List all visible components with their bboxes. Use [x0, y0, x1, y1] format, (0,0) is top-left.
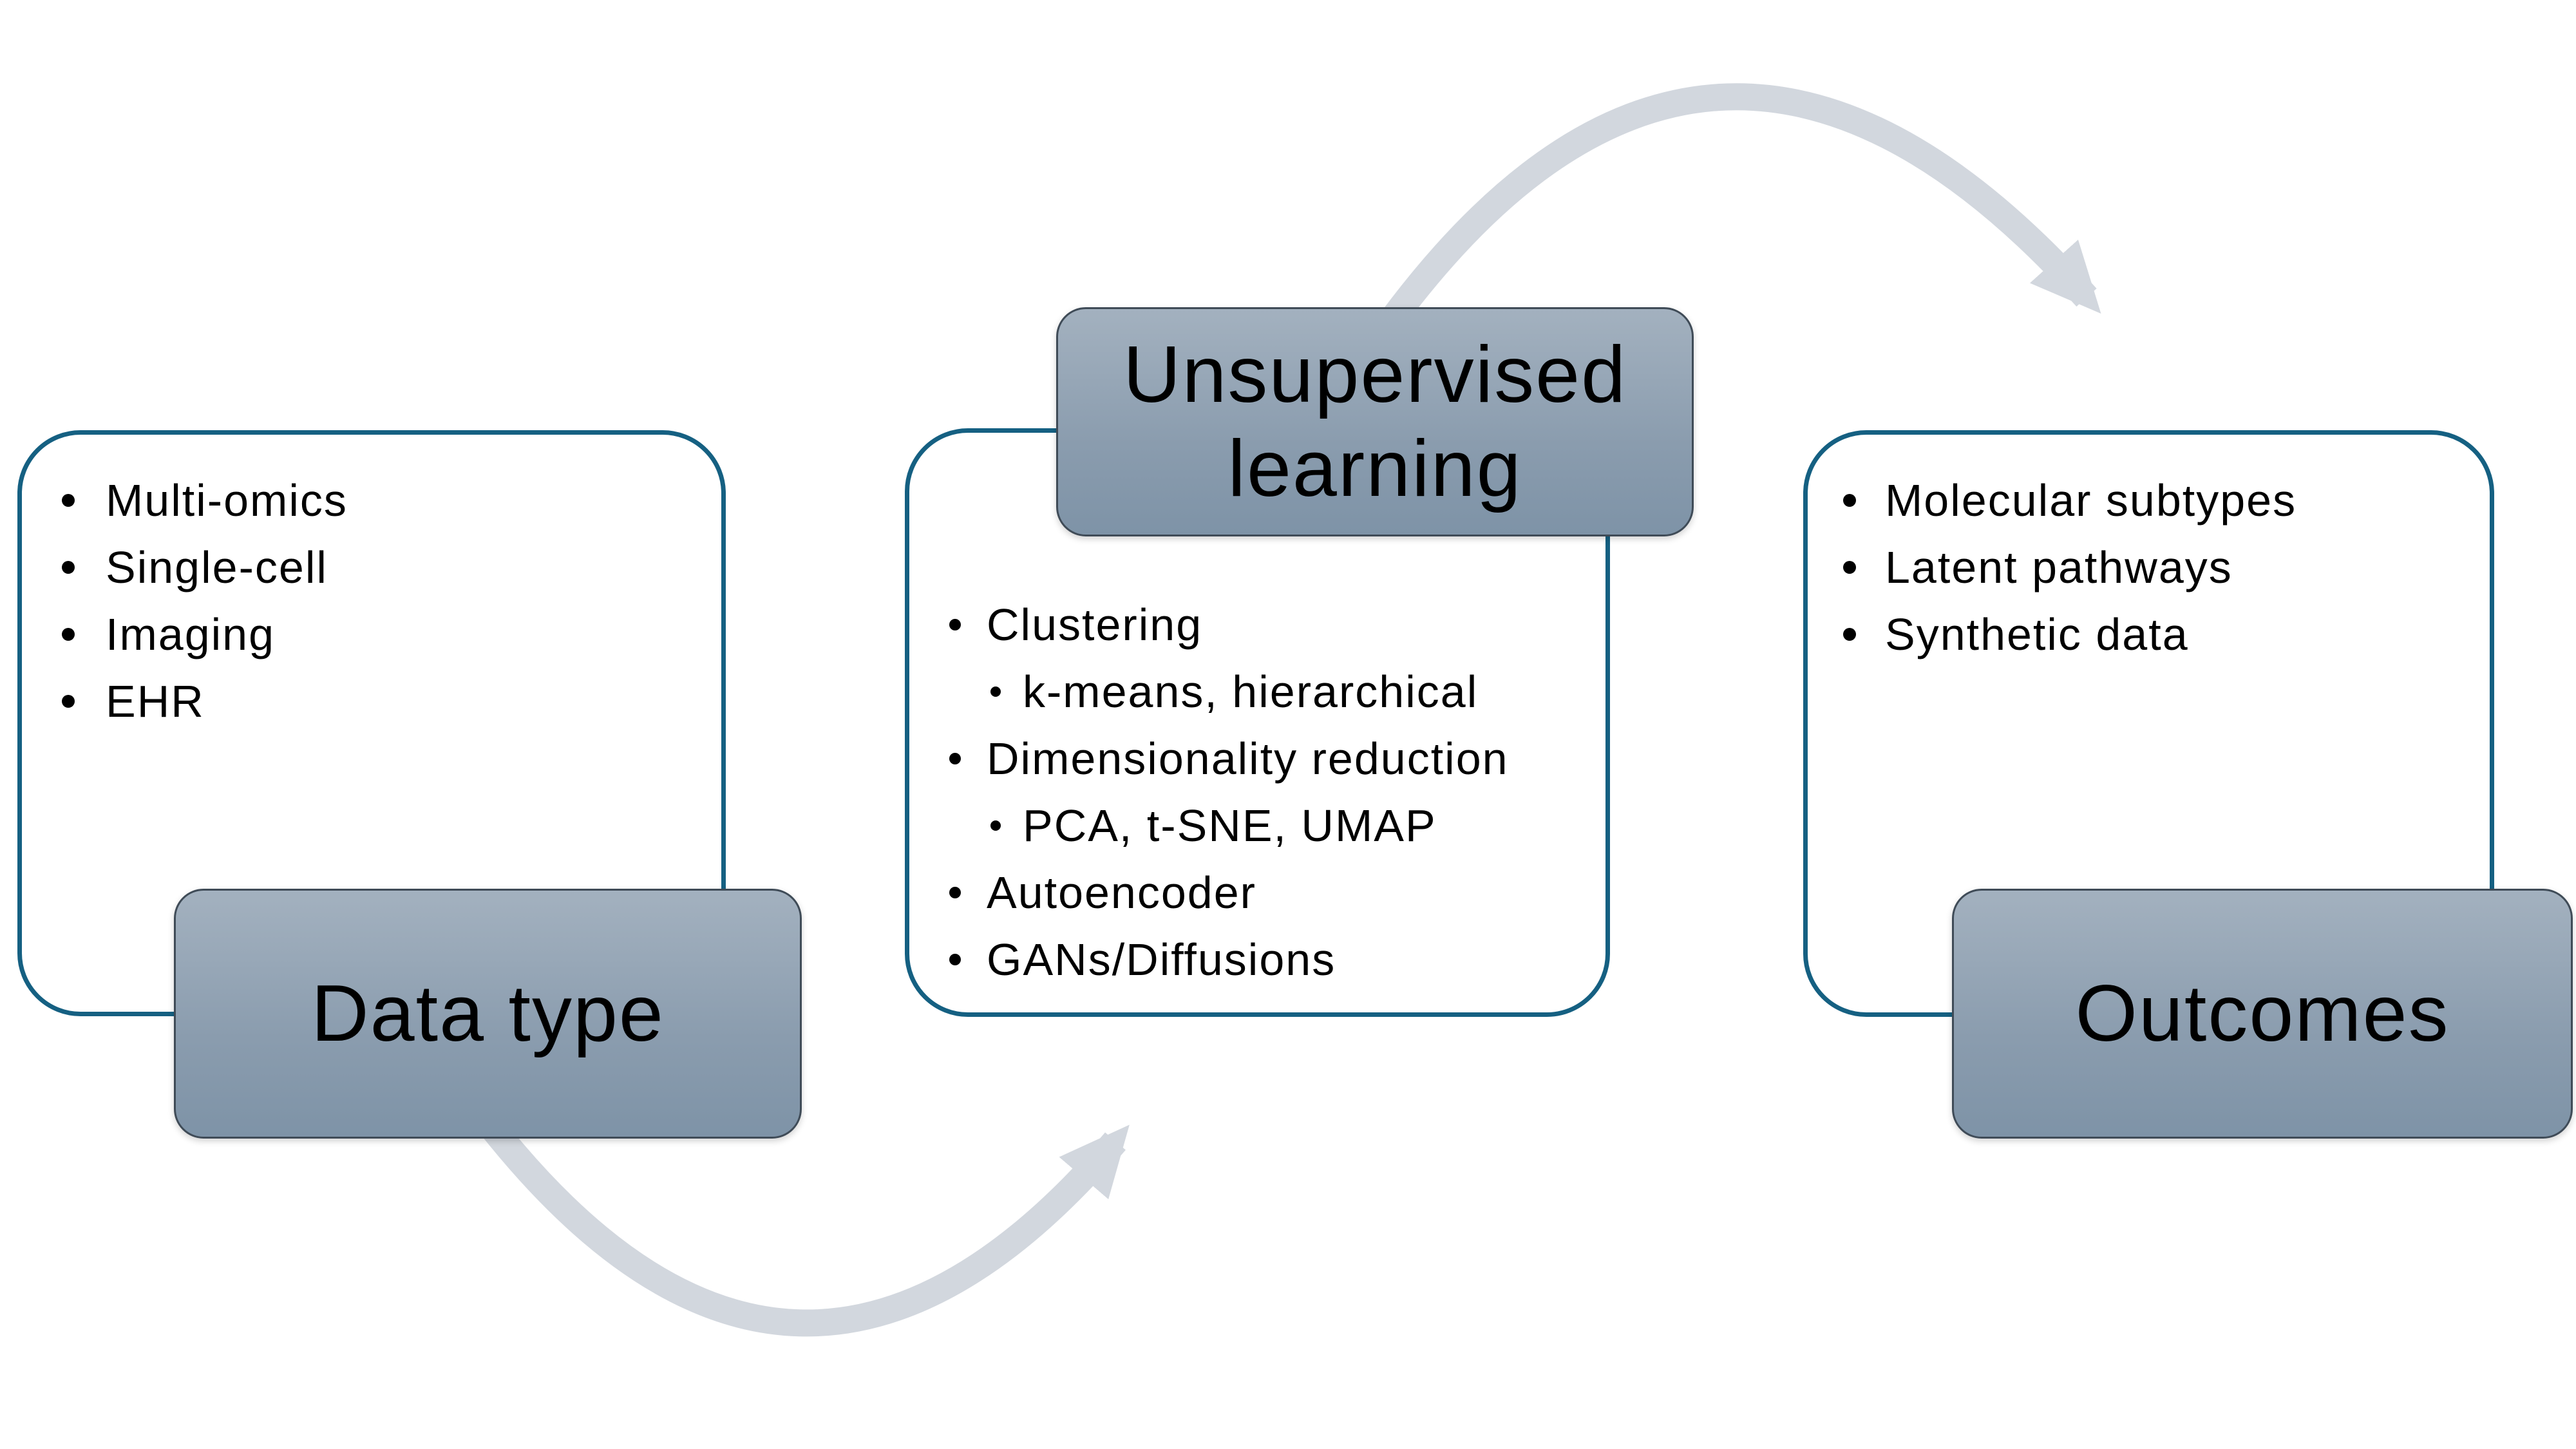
list-item-label: Multi-omics — [106, 475, 348, 526]
list-item-label: GANs/Diffusions — [987, 934, 1336, 985]
list-item-label: k-means, hierarchical — [1023, 667, 1479, 717]
list-item: Multi-omics — [62, 467, 721, 534]
data-type-list: Multi-omics Single-cell Imaging EHR — [22, 435, 721, 735]
list-subitem: PCA, t-SNE, UMAP — [949, 792, 1605, 859]
bullet-icon — [1843, 561, 1856, 574]
unsupervised-title-box: Unsupervised learning — [1056, 307, 1694, 536]
list-subitem: k-means, hierarchical — [949, 658, 1605, 725]
list-item: Dimensionality reduction — [949, 725, 1605, 792]
list-item: EHR — [62, 668, 721, 735]
bullet-icon — [62, 561, 75, 574]
unsupervised-title: Unsupervised learning — [1122, 330, 1627, 513]
list-item-label: Molecular subtypes — [1885, 475, 2297, 526]
list-item-label: EHR — [106, 676, 205, 726]
bullet-icon — [1843, 494, 1856, 507]
curved-arrow-up-right-icon — [478, 1115, 1130, 1337]
bullet-icon — [990, 687, 1001, 697]
list-item-label: Synthetic data — [1885, 609, 2189, 659]
bullet-icon — [949, 753, 961, 764]
list-item-label: Latent pathways — [1885, 542, 2233, 592]
bullet-icon — [949, 954, 961, 965]
curved-arrow-down-right-icon — [1354, 83, 2101, 365]
bullet-icon — [62, 695, 75, 708]
outcomes-title: Outcomes — [2075, 969, 2450, 1058]
bullet-icon — [62, 494, 75, 507]
data-type-title-box: Data type — [174, 889, 802, 1139]
list-item-label: PCA, t-SNE, UMAP — [1023, 800, 1437, 851]
list-item: Molecular subtypes — [1843, 467, 2490, 534]
list-item-label: Clustering — [987, 600, 1203, 650]
list-item: Single-cell — [62, 534, 721, 601]
list-item: GANs/Diffusions — [949, 926, 1605, 993]
list-item-label: Autoencoder — [987, 867, 1256, 918]
outcomes-list: Molecular subtypes Latent pathways Synth… — [1808, 435, 2490, 668]
unsupervised-list: Clustering k-means, hierarchical Dimensi… — [909, 433, 1605, 993]
list-item-label: Dimensionality reduction — [987, 734, 1509, 784]
list-item: Clustering — [949, 591, 1605, 658]
bullet-icon — [62, 628, 75, 641]
outcomes-title-box: Outcomes — [1952, 889, 2573, 1139]
list-item: Latent pathways — [1843, 534, 2490, 601]
list-item-label: Imaging — [106, 609, 276, 659]
bullet-icon — [949, 619, 961, 630]
bullet-icon — [1843, 628, 1856, 641]
list-item-label: Single-cell — [106, 542, 328, 592]
list-item: Imaging — [62, 601, 721, 668]
data-type-title: Data type — [311, 969, 665, 1058]
bullet-icon — [990, 820, 1001, 831]
list-item: Synthetic data — [1843, 601, 2490, 668]
list-item: Autoencoder — [949, 859, 1605, 926]
bullet-icon — [949, 887, 961, 898]
